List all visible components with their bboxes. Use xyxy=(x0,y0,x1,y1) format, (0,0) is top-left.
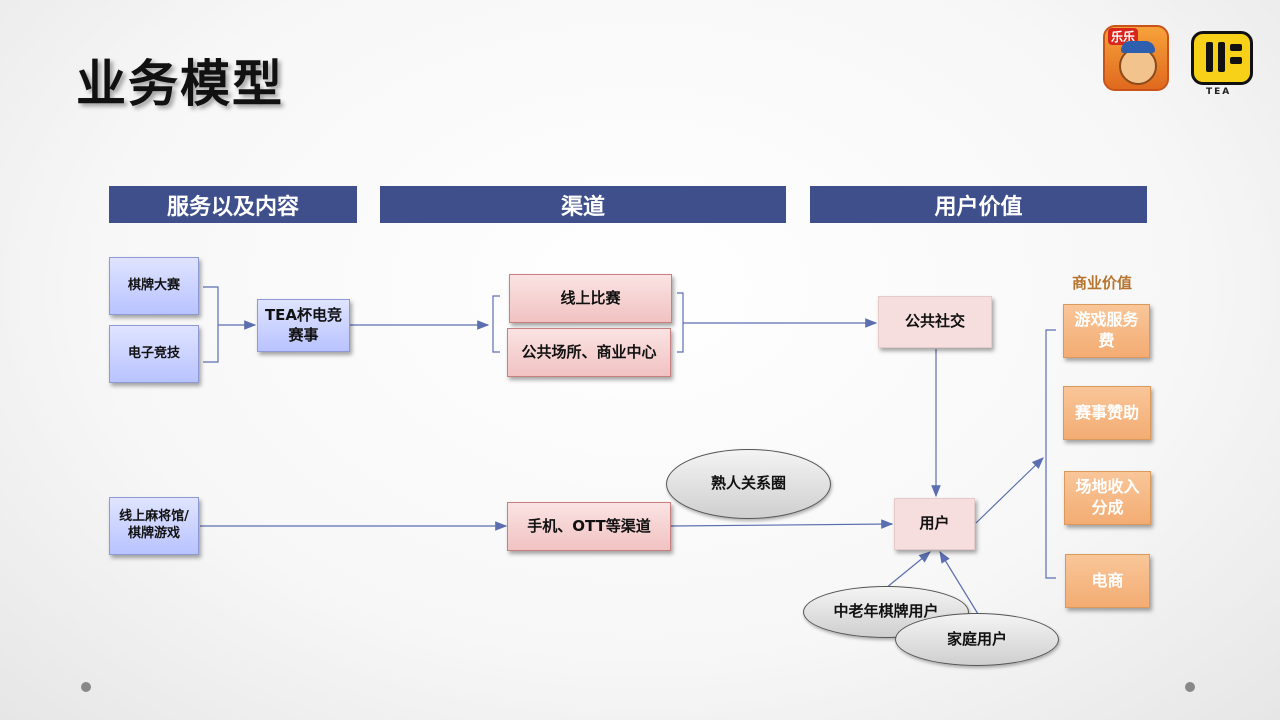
arrow-family-to-user xyxy=(939,550,979,615)
header-channels: 渠道 xyxy=(380,186,786,223)
box-user: 用户 xyxy=(894,498,975,550)
box-tea-cup: TEA杯电竞赛事 xyxy=(257,299,350,352)
box-chess-contest: 棋牌大赛 xyxy=(109,257,199,315)
box-public-social: 公共社交 xyxy=(878,296,992,348)
tea-mark-bar-2 xyxy=(1218,42,1225,72)
box-public-venue: 公共场所、商业中心 xyxy=(507,328,671,377)
box-game-service-fee: 游戏服务费 xyxy=(1063,304,1150,358)
box-online-mahjong: 线上麻将馆/棋牌游戏 xyxy=(109,497,199,555)
business-value-label: 商业价值 xyxy=(1072,274,1133,292)
lele-hat-icon xyxy=(1121,41,1155,53)
header-services: 服务以及内容 xyxy=(109,186,357,223)
header-user-value: 用户价值 xyxy=(810,186,1147,223)
box-sponsorship: 赛事赞助 xyxy=(1063,386,1151,440)
box-mobile-ott: 手机、OTT等渠道 xyxy=(507,502,671,551)
box-ecommerce: 电商 xyxy=(1065,554,1150,608)
box-esports: 电子竞技 xyxy=(109,325,199,383)
tea-mark-bar-1 xyxy=(1206,42,1213,72)
tea-mark-bar-3 xyxy=(1230,44,1242,51)
box-venue-revenue: 场地收入分成 xyxy=(1064,471,1151,525)
arrow-mobile-to-user xyxy=(670,519,894,529)
tea-logo xyxy=(1191,31,1253,85)
ellipse-family-users: 家庭用户 xyxy=(895,613,1059,666)
ellipse-acquaintance-circle: 熟人关系圈 xyxy=(666,449,831,519)
bracket-channels-left xyxy=(492,295,500,353)
decor-dot-right xyxy=(1185,682,1195,692)
decor-dot-left xyxy=(81,682,91,692)
lele-logo: 乐乐 xyxy=(1103,25,1169,91)
bracket-services xyxy=(203,286,219,363)
bracket-business xyxy=(1045,329,1056,579)
tea-logo-text: TEA xyxy=(1206,87,1232,97)
lele-logo-text: 乐乐 xyxy=(1108,28,1139,45)
arrow-elderly-to-user xyxy=(885,551,931,589)
box-online-match: 线上比赛 xyxy=(509,274,672,323)
arrow-user-to-business xyxy=(975,457,1044,524)
tea-mark-bar-4 xyxy=(1230,57,1242,64)
bracket-channels-right xyxy=(677,292,684,353)
page-title: 业务模型 xyxy=(76,55,284,113)
